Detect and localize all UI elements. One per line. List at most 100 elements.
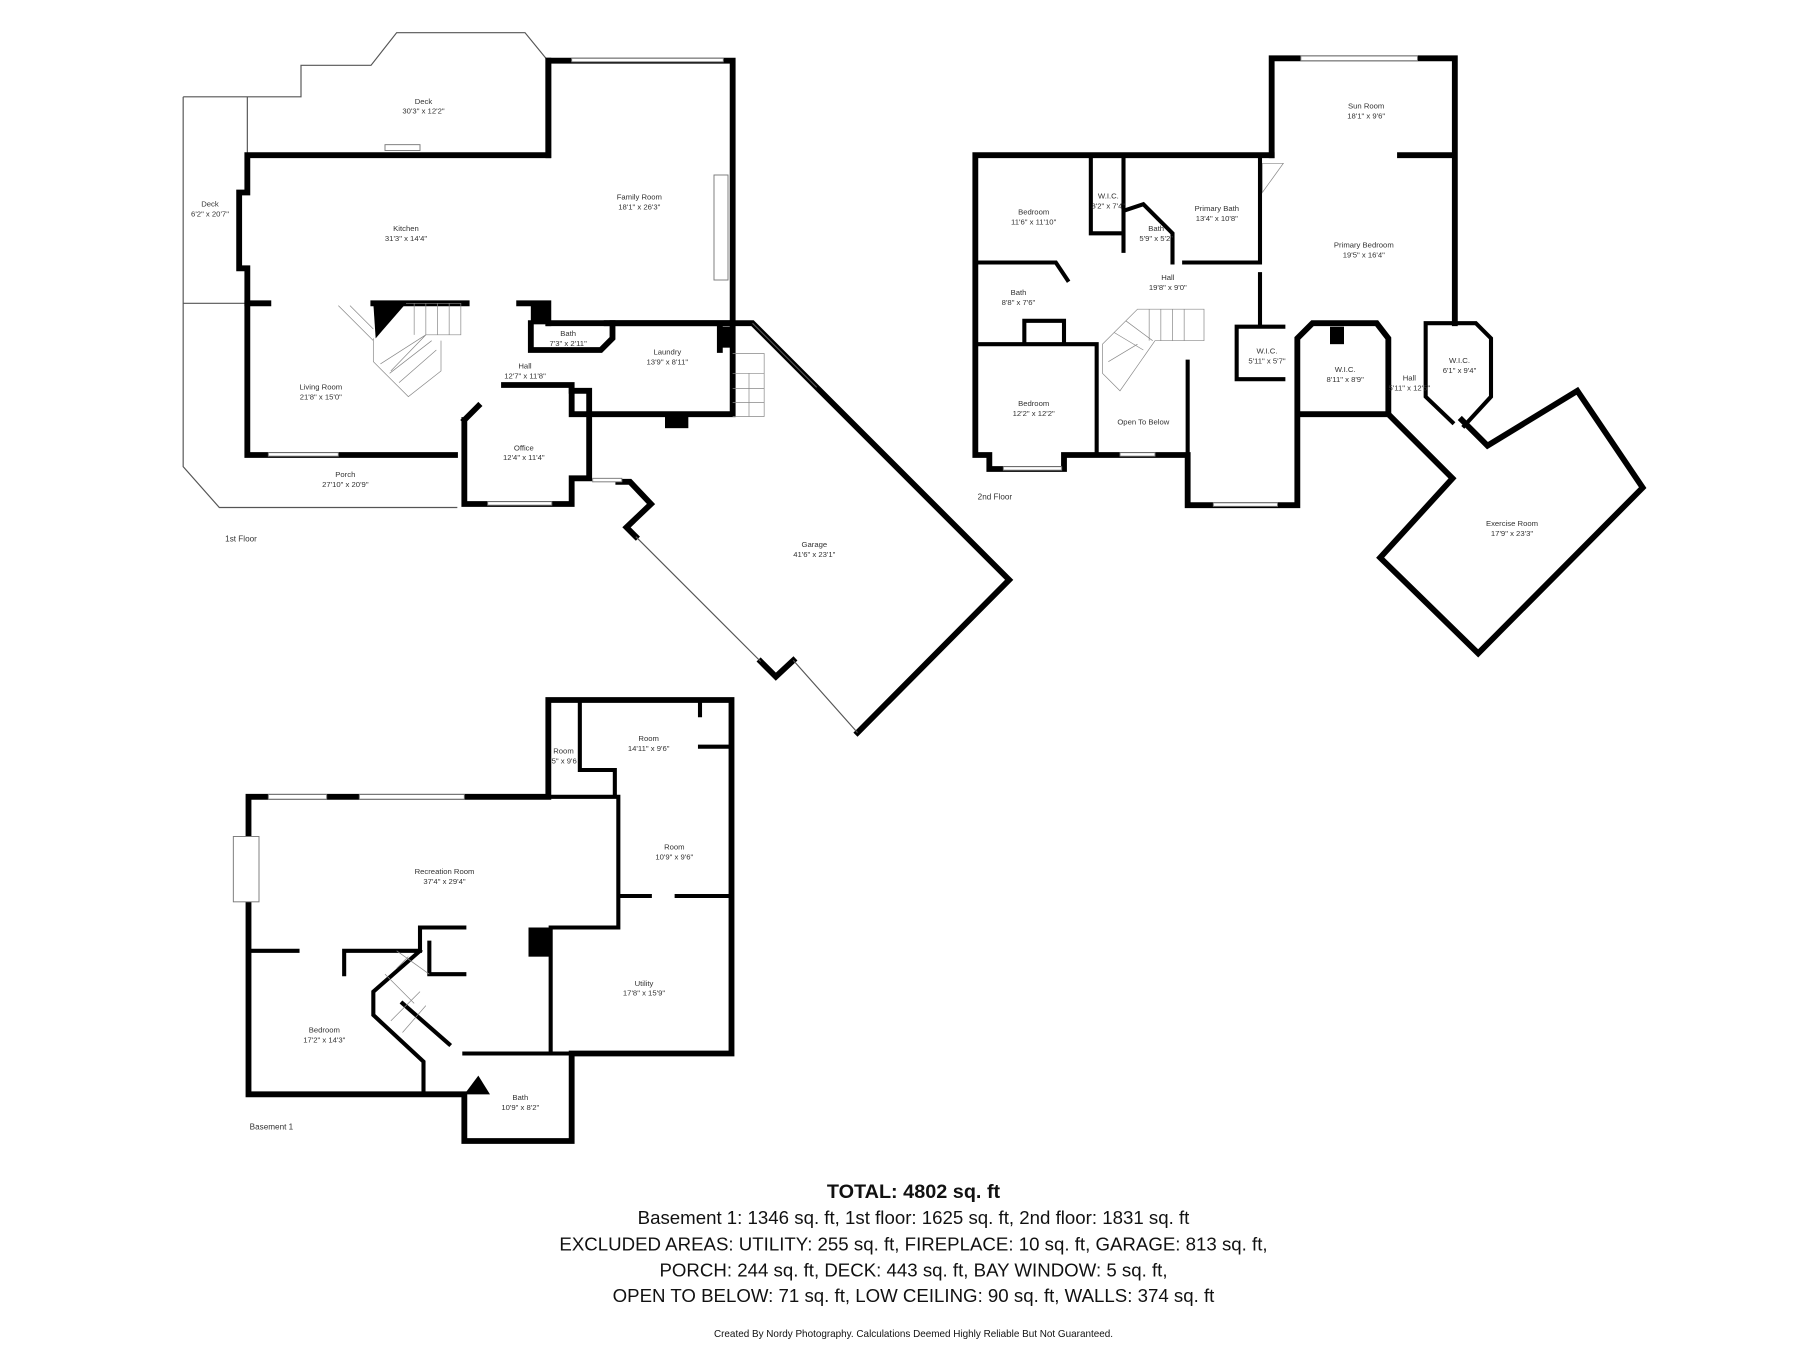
second-floor-plan (972, 55, 1647, 658)
room-name: Hall (518, 362, 532, 371)
room-dimensions: '5" x 9'6 (550, 757, 577, 766)
second-floor-inner-walls (973, 153, 1494, 458)
room-name: Room (664, 842, 685, 851)
room-dimensions: 12'7" x 11'8" (504, 372, 546, 381)
area-summary: TOTAL: 4802 sq. ft Basement 1: 1346 sq. … (559, 1181, 1267, 1340)
floor-label: 2nd Floor (978, 492, 1013, 501)
room-name: Bedroom (1018, 399, 1049, 408)
excluded-areas-line-1: EXCLUDED AREAS: UTILITY: 255 sq. ft, FIR… (559, 1234, 1267, 1255)
room-name: Utility (635, 979, 654, 988)
floor-areas: Basement 1: 1346 sq. ft, 1st floor: 1625… (638, 1207, 1191, 1228)
column (719, 326, 732, 348)
second-floor-outer-walls (972, 152, 1392, 509)
window (267, 794, 328, 800)
room-dimensions: 17'9" x 23'3" (1491, 529, 1533, 538)
room-dimensions: 19'8" x 9'0" (1149, 283, 1187, 292)
room-name: Porch (335, 470, 355, 479)
room-name: Garage (802, 540, 828, 549)
room-dimensions: 18'1" x 26'3" (618, 202, 660, 211)
fireplace (232, 836, 260, 903)
room-name: Sun Room (1348, 102, 1384, 111)
floor-label: Basement 1 (250, 1122, 294, 1131)
kitchen-walls (236, 57, 552, 458)
room-dimensions: 18'1" x 9'6" (1347, 111, 1385, 120)
window (1119, 452, 1156, 457)
room-dimensions: 17'8" x 15'9" (623, 989, 665, 998)
room-dimensions: 14'11" x 9'6" (628, 744, 670, 753)
room-name: Bedroom (1018, 208, 1049, 217)
floor-label: 1st Floor (225, 534, 257, 543)
room-name: Exercise Room (1486, 519, 1538, 528)
basement-outer-walls (245, 697, 735, 1144)
exercise-room-walls (1376, 386, 1647, 658)
room-dimensions: 17'2" x 14'3" (303, 1035, 345, 1044)
room-dimensions: 13'9" x 8'11" (647, 358, 689, 367)
room-dimensions: 13'4" x 10'8" (1196, 214, 1238, 223)
room-name: Bath (512, 1093, 528, 1102)
room-dimensions: 7'3" x 2'11" (550, 339, 588, 348)
room-name: Room (553, 747, 574, 756)
room-name: W.I.C. (1335, 365, 1356, 374)
room-dimensions: 11'6" x 11'10" (1011, 218, 1057, 227)
credit-line: Created By Nordy Photography. Calculatio… (714, 1329, 1113, 1340)
window (384, 144, 421, 151)
staircase (338, 302, 462, 398)
staircase (384, 950, 430, 1033)
fireplace (713, 174, 729, 281)
column (530, 303, 549, 325)
window (358, 794, 465, 800)
room-name: Room (638, 734, 659, 743)
room-name: Kitchen (393, 224, 419, 233)
excluded-areas-line-3: OPEN TO BELOW: 71 sq. ft, LOW CEILING: 9… (613, 1285, 1216, 1306)
excluded-areas-line-2: PORCH: 244 sq. ft, DECK: 443 sq. ft, BAY… (659, 1259, 1167, 1280)
room-dimensions: 12'2" x 12'2" (1013, 409, 1055, 418)
room-dimensions: 10'9" x 9'6" (655, 852, 693, 861)
room-dimensions: 27'10" x 20'9" (322, 480, 369, 489)
column (665, 414, 689, 429)
room-name: Recreation Room (415, 867, 475, 876)
window (1300, 55, 1418, 62)
window (267, 452, 339, 457)
basement-plan (232, 697, 735, 1144)
room-name: Hall (1161, 273, 1175, 282)
room-dimensions: 5'11" x 5'7" (1248, 356, 1286, 365)
room-name: Primary Bath (1195, 204, 1239, 213)
staircase (1102, 162, 1285, 392)
room-name: Bath (1011, 288, 1027, 297)
room-dimensions: 5'9" x 5'2" (1139, 234, 1173, 243)
stair-core (373, 303, 406, 339)
column (464, 1075, 490, 1095)
room-dimensions: 8'8" x 7'6" (1002, 298, 1036, 307)
room-dimensions: 12'4" x 11'4" (503, 453, 545, 462)
first-floor-plan (182, 32, 1014, 737)
deck-outline (182, 32, 547, 509)
room-name: Primary Bedroom (1334, 240, 1394, 249)
office-walls (460, 382, 593, 507)
column (1330, 326, 1344, 345)
room-name: Laundry (653, 348, 681, 357)
room-dimensions: 30'3" x 12'2" (402, 107, 444, 116)
room-name: W.I.C. (1098, 191, 1119, 200)
room-name: W.I.C. (1449, 356, 1470, 365)
window (1002, 466, 1063, 471)
window (571, 57, 724, 63)
room-dimensions: 3'2" x 7'4" (1092, 201, 1126, 210)
room-name: Bedroom (309, 1026, 340, 1035)
room-dimensions: 19'5" x 16'4" (1343, 250, 1385, 259)
laundry-walls (568, 320, 736, 418)
room-dimensions: 41'6" x 23'1" (793, 550, 835, 559)
garage-door (635, 322, 858, 734)
room-name: W.I.C. (1257, 347, 1278, 356)
column (528, 927, 551, 957)
room-name: Deck (201, 200, 219, 209)
room-dimensions: 8'11" x 8'9" (1327, 375, 1365, 384)
sun-room-walls (1268, 55, 1458, 327)
room-name: Family Room (617, 193, 662, 202)
room-dimensions: 6'2" x 20'7" (191, 209, 229, 218)
room-name: Open To Below (1117, 418, 1169, 427)
room-name: Bath (560, 329, 576, 338)
room-dimensions: 10'9" x 8'2" (501, 1103, 539, 1112)
room-name: Office (514, 443, 534, 452)
